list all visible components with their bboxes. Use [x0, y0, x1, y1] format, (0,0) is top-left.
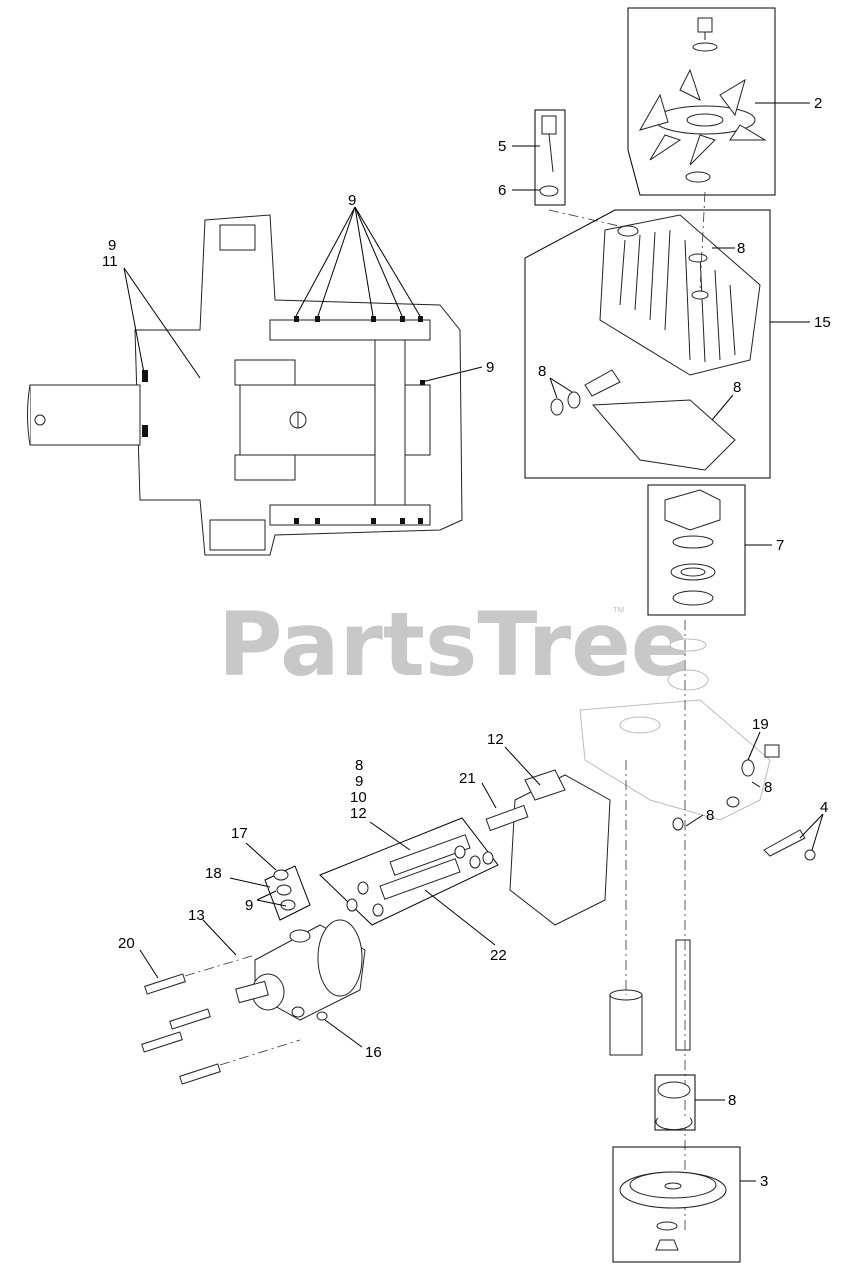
lower-case-outline [579, 638, 771, 821]
callout-20-bolt: 20 [118, 935, 135, 952]
callout-9-section-left: 9 [108, 237, 116, 254]
plug-kit [229, 842, 311, 921]
callout-8-fan-nut: 8 [737, 240, 745, 257]
callout-10-group: 10 [350, 789, 367, 806]
callout-19-valve: 19 [752, 716, 769, 733]
watermark-text: PartsTree [218, 593, 690, 696]
watermark-trademark: ™ [612, 604, 625, 619]
pulley-assembly [612, 1146, 756, 1263]
callout-13-pump-key: 13 [188, 907, 205, 924]
callout-9-plugs: 9 [245, 897, 253, 914]
callout-7-bearing-kit: 7 [776, 537, 784, 554]
callout-12-group: 12 [350, 805, 367, 822]
callout-8-bearing-kit: 8 [728, 1092, 736, 1109]
mounting-bolts [139, 949, 301, 1085]
callout-5-dipstick: 5 [498, 138, 506, 155]
callout-17-plug: 17 [231, 825, 248, 842]
transmission-section-view [27, 206, 483, 556]
partstree-watermark: PartsTree ™ [218, 593, 690, 696]
callout-21-bolt: 21 [459, 770, 476, 787]
upper-housing-assembly [524, 191, 810, 479]
callout-3-pulley: 3 [760, 1173, 768, 1190]
bearing-retainer-box [654, 1074, 725, 1131]
thrust-bearing-kit [647, 484, 772, 616]
callout-15-housing: 15 [814, 314, 831, 331]
callout-11-section-left: 11 [102, 253, 118, 270]
callout-9-section-top: 9 [348, 192, 356, 209]
callout-8-valve-right: 8 [764, 779, 772, 796]
callout-22-pin: 22 [490, 947, 507, 964]
callout-16-pump: 16 [365, 1044, 382, 1061]
callout-8-valve-mid: 8 [706, 807, 714, 824]
dipstick-assembly [512, 109, 629, 229]
callout-4-lever: 4 [820, 799, 828, 816]
callout-8-housing-seals: 8 [538, 363, 546, 380]
fan-assembly [627, 7, 810, 196]
check-valve-kit [319, 817, 499, 946]
callout-6-dipstick-seal: 6 [498, 182, 506, 199]
housing-fins [619, 229, 736, 363]
callout-18-plug-seal: 18 [205, 865, 222, 882]
callout-8-group: 8 [355, 757, 363, 774]
callout-8-gasket: 8 [733, 379, 741, 396]
callout-9-group: 9 [355, 773, 363, 790]
oring-marks [142, 316, 425, 524]
center-section [481, 746, 611, 926]
callout-2-fan: 2 [814, 95, 822, 112]
callout-12-bracket: 12 [487, 731, 504, 748]
hydraulic-pump [202, 919, 366, 1048]
callout-9-section-right: 9 [486, 359, 494, 376]
bypass-valve-parts [672, 731, 824, 861]
